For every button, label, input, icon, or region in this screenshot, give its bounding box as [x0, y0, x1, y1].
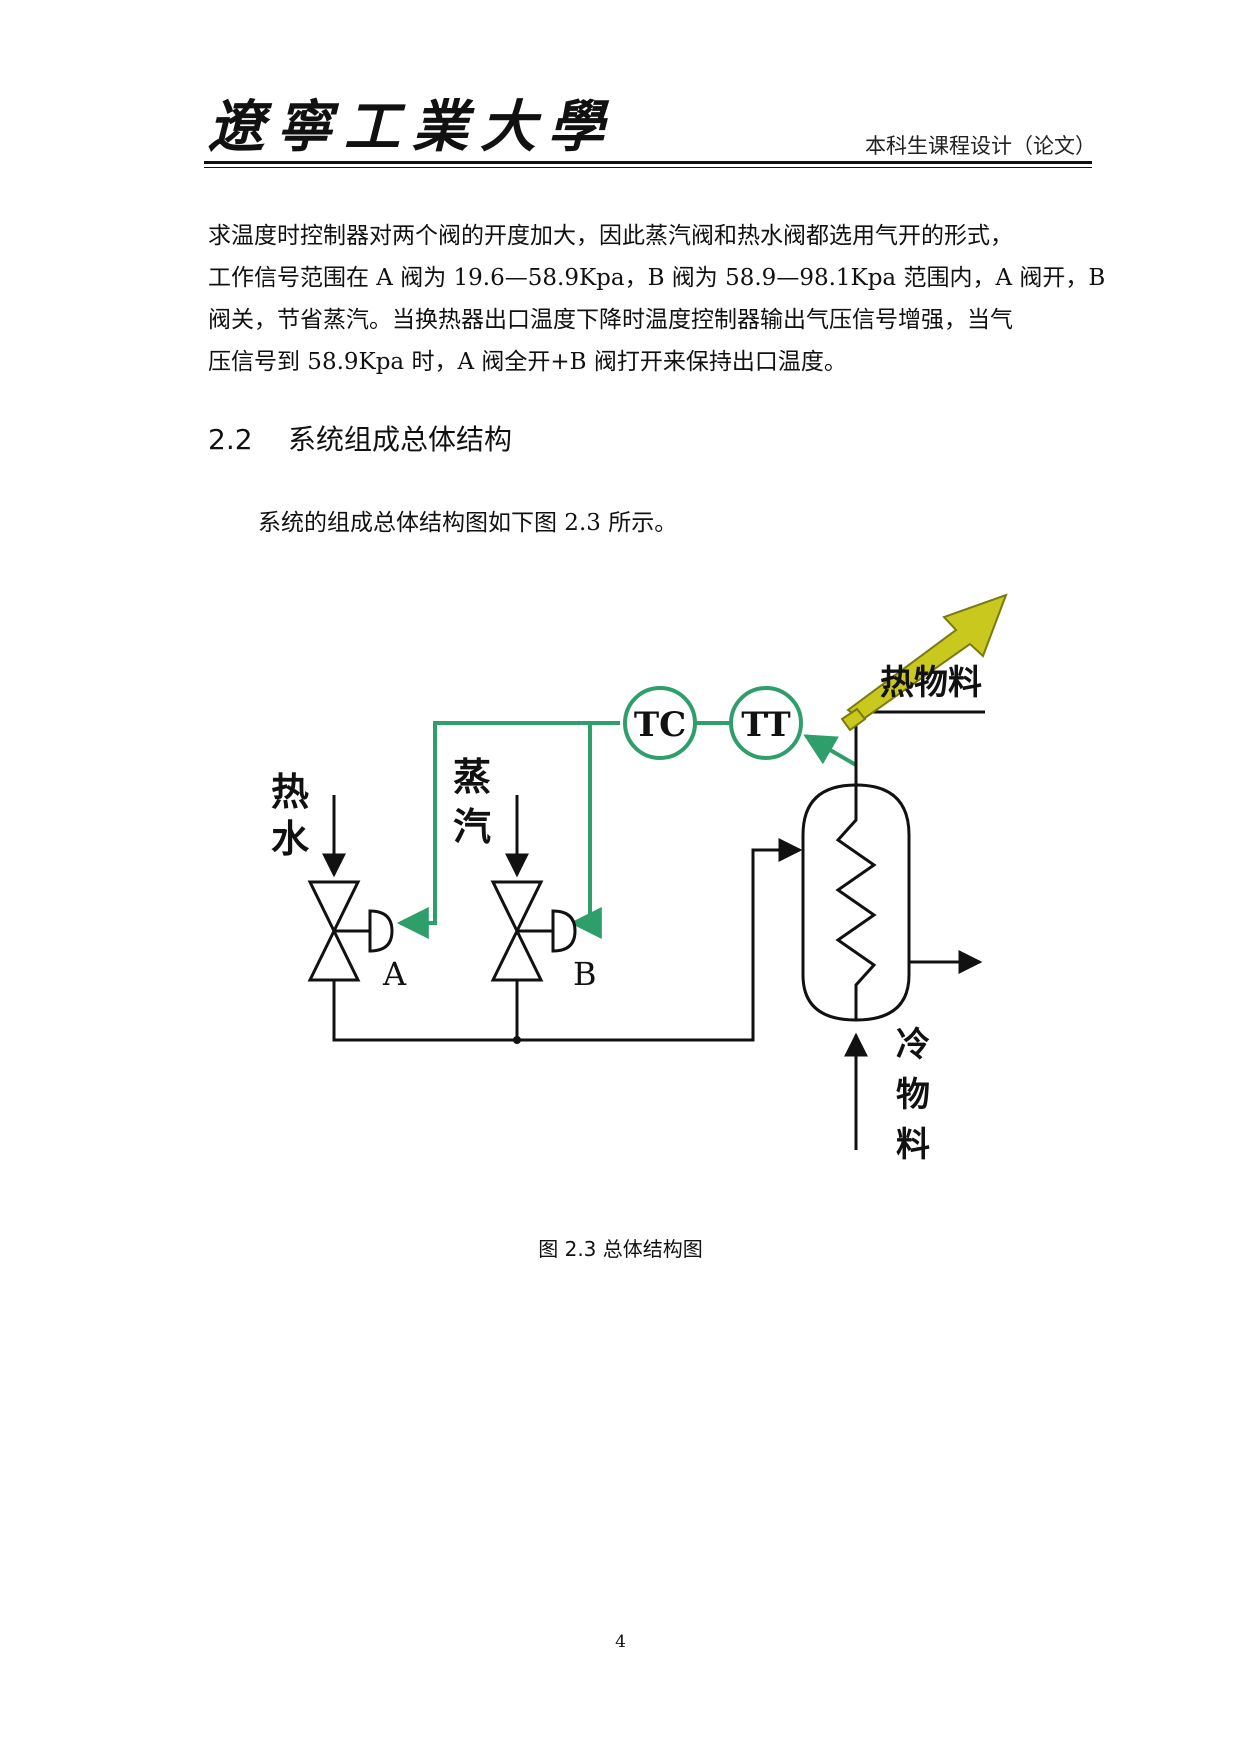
tt-label: TT: [741, 705, 790, 745]
hot-water-label-2: 水: [271, 816, 310, 861]
paragraph-line: 阀关，节省蒸汽。当换热器出口温度下降时温度控制器输出气压信号增强，当气: [208, 307, 1013, 333]
tc-label: TC: [634, 705, 686, 745]
signal-line-to-valve-a: [396, 721, 620, 939]
cold-material-label-3: 料: [896, 1125, 930, 1165]
cold-material-label-2: 物: [896, 1075, 930, 1115]
paragraph-line: 工作信号范围在 A 阀为 19.6—58.9Kpa，B 阀为 58.9—98.1…: [208, 265, 1106, 291]
hot-material-label: 热物料: [880, 663, 982, 703]
tc-circle: [623, 686, 697, 760]
signal-line-to-tt: [803, 734, 858, 767]
valve-a: [307, 880, 394, 982]
valve-b: [490, 880, 577, 982]
document-type: 本科生课程设计（论文）: [865, 134, 1096, 158]
page-number: 4: [615, 1632, 626, 1652]
paragraph-line: 求温度时控制器对两个阀的开度加大，因此蒸汽阀和热水阀都选用气开的形式，: [208, 223, 1013, 249]
valve-b-label: B: [573, 955, 597, 993]
signal-line-to-valve-b: [569, 723, 602, 939]
figure-caption: 图 2.3 总体结构图: [538, 1237, 703, 1261]
tt-circle: [729, 686, 803, 760]
steam-label-2: 汽: [453, 804, 491, 849]
process-lines: [322, 710, 985, 1150]
university-logo: 遼寧工業大學: [208, 94, 616, 160]
valve-a-label: A: [382, 955, 407, 993]
section-title: 系统组成总体结构: [288, 423, 513, 456]
output-arrow: [846, 593, 1008, 722]
signal-lines: [396, 721, 858, 939]
paragraph-line: 压信号到 58.9Kpa 时，A 阀全开+B 阀打开来保持出口温度。: [208, 349, 847, 375]
steam-label-1: 蒸: [453, 754, 491, 799]
header-rule-thin: [204, 167, 1092, 168]
section-heading: 2.2 系统组成总体结构: [208, 418, 512, 458]
system-structure-diagram: TC TT 热 水 蒸 汽 A B 热物料 冷 物 料: [271, 593, 1008, 1165]
heat-exchanger-coil: [835, 785, 877, 1020]
section-number: 2.2: [208, 423, 253, 456]
intro-text: 系统的组成总体结构图如下图 2.3 所示。: [258, 510, 678, 536]
header-rule-thick: [204, 161, 1092, 164]
arrow-tail-mark: [840, 707, 867, 732]
hot-water-label-1: 热: [271, 769, 309, 814]
junction-dot: [513, 1036, 521, 1044]
body-paragraph: 求温度时控制器对两个阀的开度加大，因此蒸汽阀和热水阀都选用气开的形式， 工作信号…: [208, 215, 1106, 383]
cold-material-label-1: 冷: [896, 1025, 930, 1065]
